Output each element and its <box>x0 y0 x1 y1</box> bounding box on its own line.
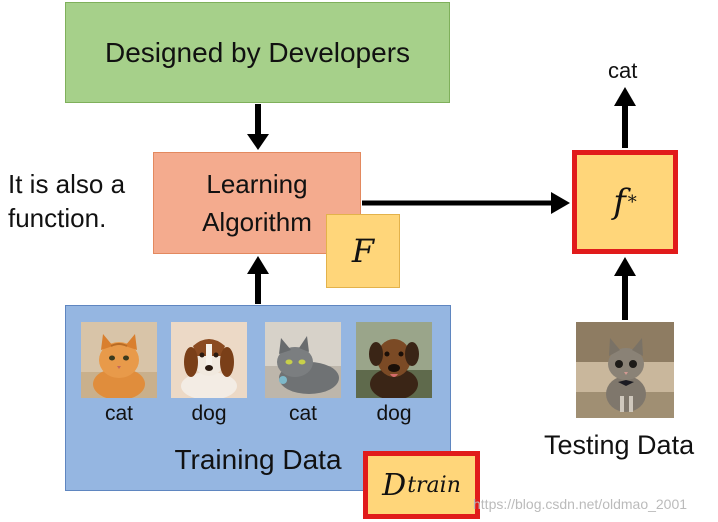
image-caption: cat <box>104 402 133 425</box>
image-caption: cat <box>288 402 317 425</box>
arrow-algorithm-to-fstar <box>362 192 570 214</box>
testing-data-label: Testing Data <box>544 430 695 460</box>
image-caption: dog <box>191 402 227 425</box>
brown-dog-photo <box>356 322 432 398</box>
kitten-photo <box>576 322 674 418</box>
side-note-line1: It is also a <box>8 169 126 199</box>
orange-cat-photo <box>81 322 157 398</box>
designed-by-developers-box: Designed by Developers <box>65 2 450 103</box>
designed-label: Designed by Developers <box>104 36 411 68</box>
image-caption: dog <box>376 402 412 425</box>
function-set-box: F <box>326 214 400 288</box>
fstar-symbol: f <box>613 182 626 222</box>
algorithm-label-line2: Algorithm <box>202 207 312 237</box>
dtrain-subscript: train <box>407 472 461 498</box>
side-note: It is also a function. <box>8 167 125 235</box>
side-note-line2: function. <box>8 203 107 233</box>
output-label: cat <box>608 58 638 83</box>
gray-cat-photo <box>265 322 341 398</box>
algorithm-label-line1: Learning <box>206 169 308 199</box>
arrow-training-to-algorithm <box>247 256 269 304</box>
arrow-fstar-to-output <box>614 87 636 148</box>
fstar-superscript: * <box>627 191 637 213</box>
arrow-designed-to-algorithm <box>247 104 269 150</box>
dtrain-symbol: D <box>382 467 407 503</box>
arrow-testing-to-fstar <box>614 257 636 320</box>
beagle-puppy-photo <box>171 322 247 398</box>
function-symbol: F <box>351 232 375 270</box>
training-data-label: Training Data <box>174 444 342 475</box>
watermark: https://blog.csdn.net/oldmao_2001 <box>473 496 688 512</box>
learned-function-box: f* <box>572 150 678 254</box>
